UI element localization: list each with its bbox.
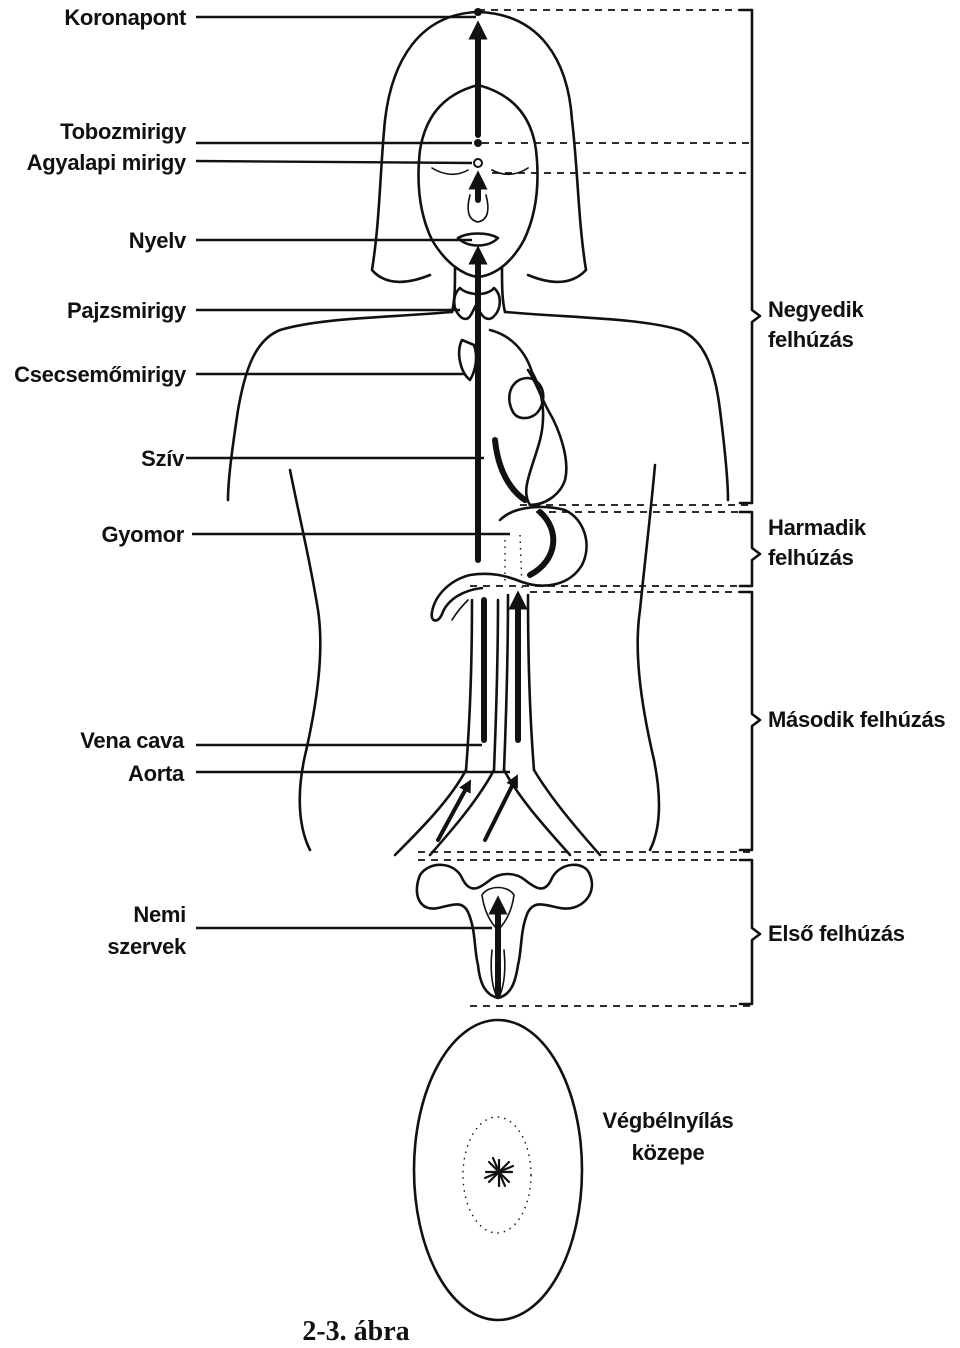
label-pajzsmirigy: Pajzsmirigy: [67, 298, 187, 323]
label-masodik-felhuzas: Második felhúzás: [768, 707, 945, 732]
label-elso-felhuzas: Első felhúzás: [768, 921, 905, 946]
bracket-second: [738, 590, 762, 852]
label-kozepe: közepe: [632, 1140, 705, 1165]
label-nemi: Nemi: [133, 902, 186, 927]
brackets: [738, 8, 762, 1006]
label-tobozmirigy: Tobozmirigy: [60, 119, 187, 144]
stomach-inner: [451, 599, 469, 621]
vena-cava-right-wall: [492, 598, 500, 772]
nose: [467, 194, 489, 223]
label-agyalapi: Agyalapi mirigy: [27, 150, 187, 175]
label-gyomor: Gyomor: [101, 522, 184, 547]
label-koronapont: Koronapont: [64, 5, 187, 30]
right-eye: [491, 167, 529, 176]
perineum-oval: [412, 1018, 584, 1322]
stomach-flow: [527, 509, 557, 578]
energy-flow: [436, 8, 557, 998]
label-vena-cava: Vena cava: [80, 728, 185, 753]
stage-labels: Negyedik felhúzás Harmadik felhúzás Máso…: [768, 297, 946, 946]
stomach-dotted: [504, 534, 523, 589]
stage-boundaries: [418, 9, 752, 1007]
perineum-diagram: Végbélnyílás közepe: [412, 1018, 734, 1322]
right-shoulder: [503, 310, 730, 502]
label-aorta: Aorta: [128, 761, 185, 786]
label-szervek: szervek: [107, 934, 187, 959]
organ-labels: Koronapont Tobozmirigy Agyalapi mirigy N…: [14, 5, 187, 959]
pituitary-point: [473, 158, 483, 168]
neck-right: [500, 266, 507, 314]
left-eye: [431, 167, 469, 176]
vena-cava-left-wall: [464, 598, 474, 772]
label-negyedik-felhuzas: felhúzás: [768, 327, 854, 352]
bracket-first: [738, 858, 762, 1006]
iliac-left: [393, 768, 468, 857]
pineal-point: [474, 139, 482, 147]
heart-loop: [508, 376, 545, 420]
leader-lines: [186, 15, 510, 930]
label-csecsemomirigy: Csecsemőmirigy: [14, 362, 187, 387]
label-negyedik: Negyedik: [768, 297, 864, 322]
iliac-right-inner: [532, 768, 602, 857]
heart-flow: [492, 437, 528, 503]
label-harmadik-felhuzas: felhúzás: [768, 545, 854, 570]
mouth: [456, 232, 500, 247]
aorta-right-wall: [526, 593, 536, 772]
label-sziv: Szív: [141, 446, 185, 471]
label-nyelv: Nyelv: [129, 228, 187, 253]
heart: [488, 328, 568, 507]
stomach: [430, 505, 588, 622]
torso-left: [288, 468, 322, 852]
organs: [393, 286, 602, 1000]
figure-caption: 2-3. ábra: [302, 1316, 409, 1347]
leader-agyalapi: [195, 159, 473, 165]
left-iliac-flow: [436, 779, 472, 842]
aorta-left-wall: [502, 593, 510, 772]
perineum-dotted-ring: [462, 1116, 532, 1234]
bracket-third: [738, 510, 762, 588]
right-iliac-flow: [483, 774, 518, 842]
body-figure: [226, 10, 730, 852]
hair-outline: [370, 10, 588, 284]
anus-center-icon: [483, 1156, 515, 1188]
label-vegbelnyilas: Végbélnyílás: [603, 1108, 734, 1133]
reproductive-organs: [415, 863, 594, 1000]
uterus-inner: [481, 886, 515, 932]
torso-right: [636, 463, 661, 852]
left-shoulder: [226, 310, 454, 502]
iliac-left-inner: [428, 768, 496, 857]
bracket-fourth: [738, 8, 762, 505]
label-harmadik: Harmadik: [768, 515, 867, 540]
thyroid: [452, 286, 502, 321]
